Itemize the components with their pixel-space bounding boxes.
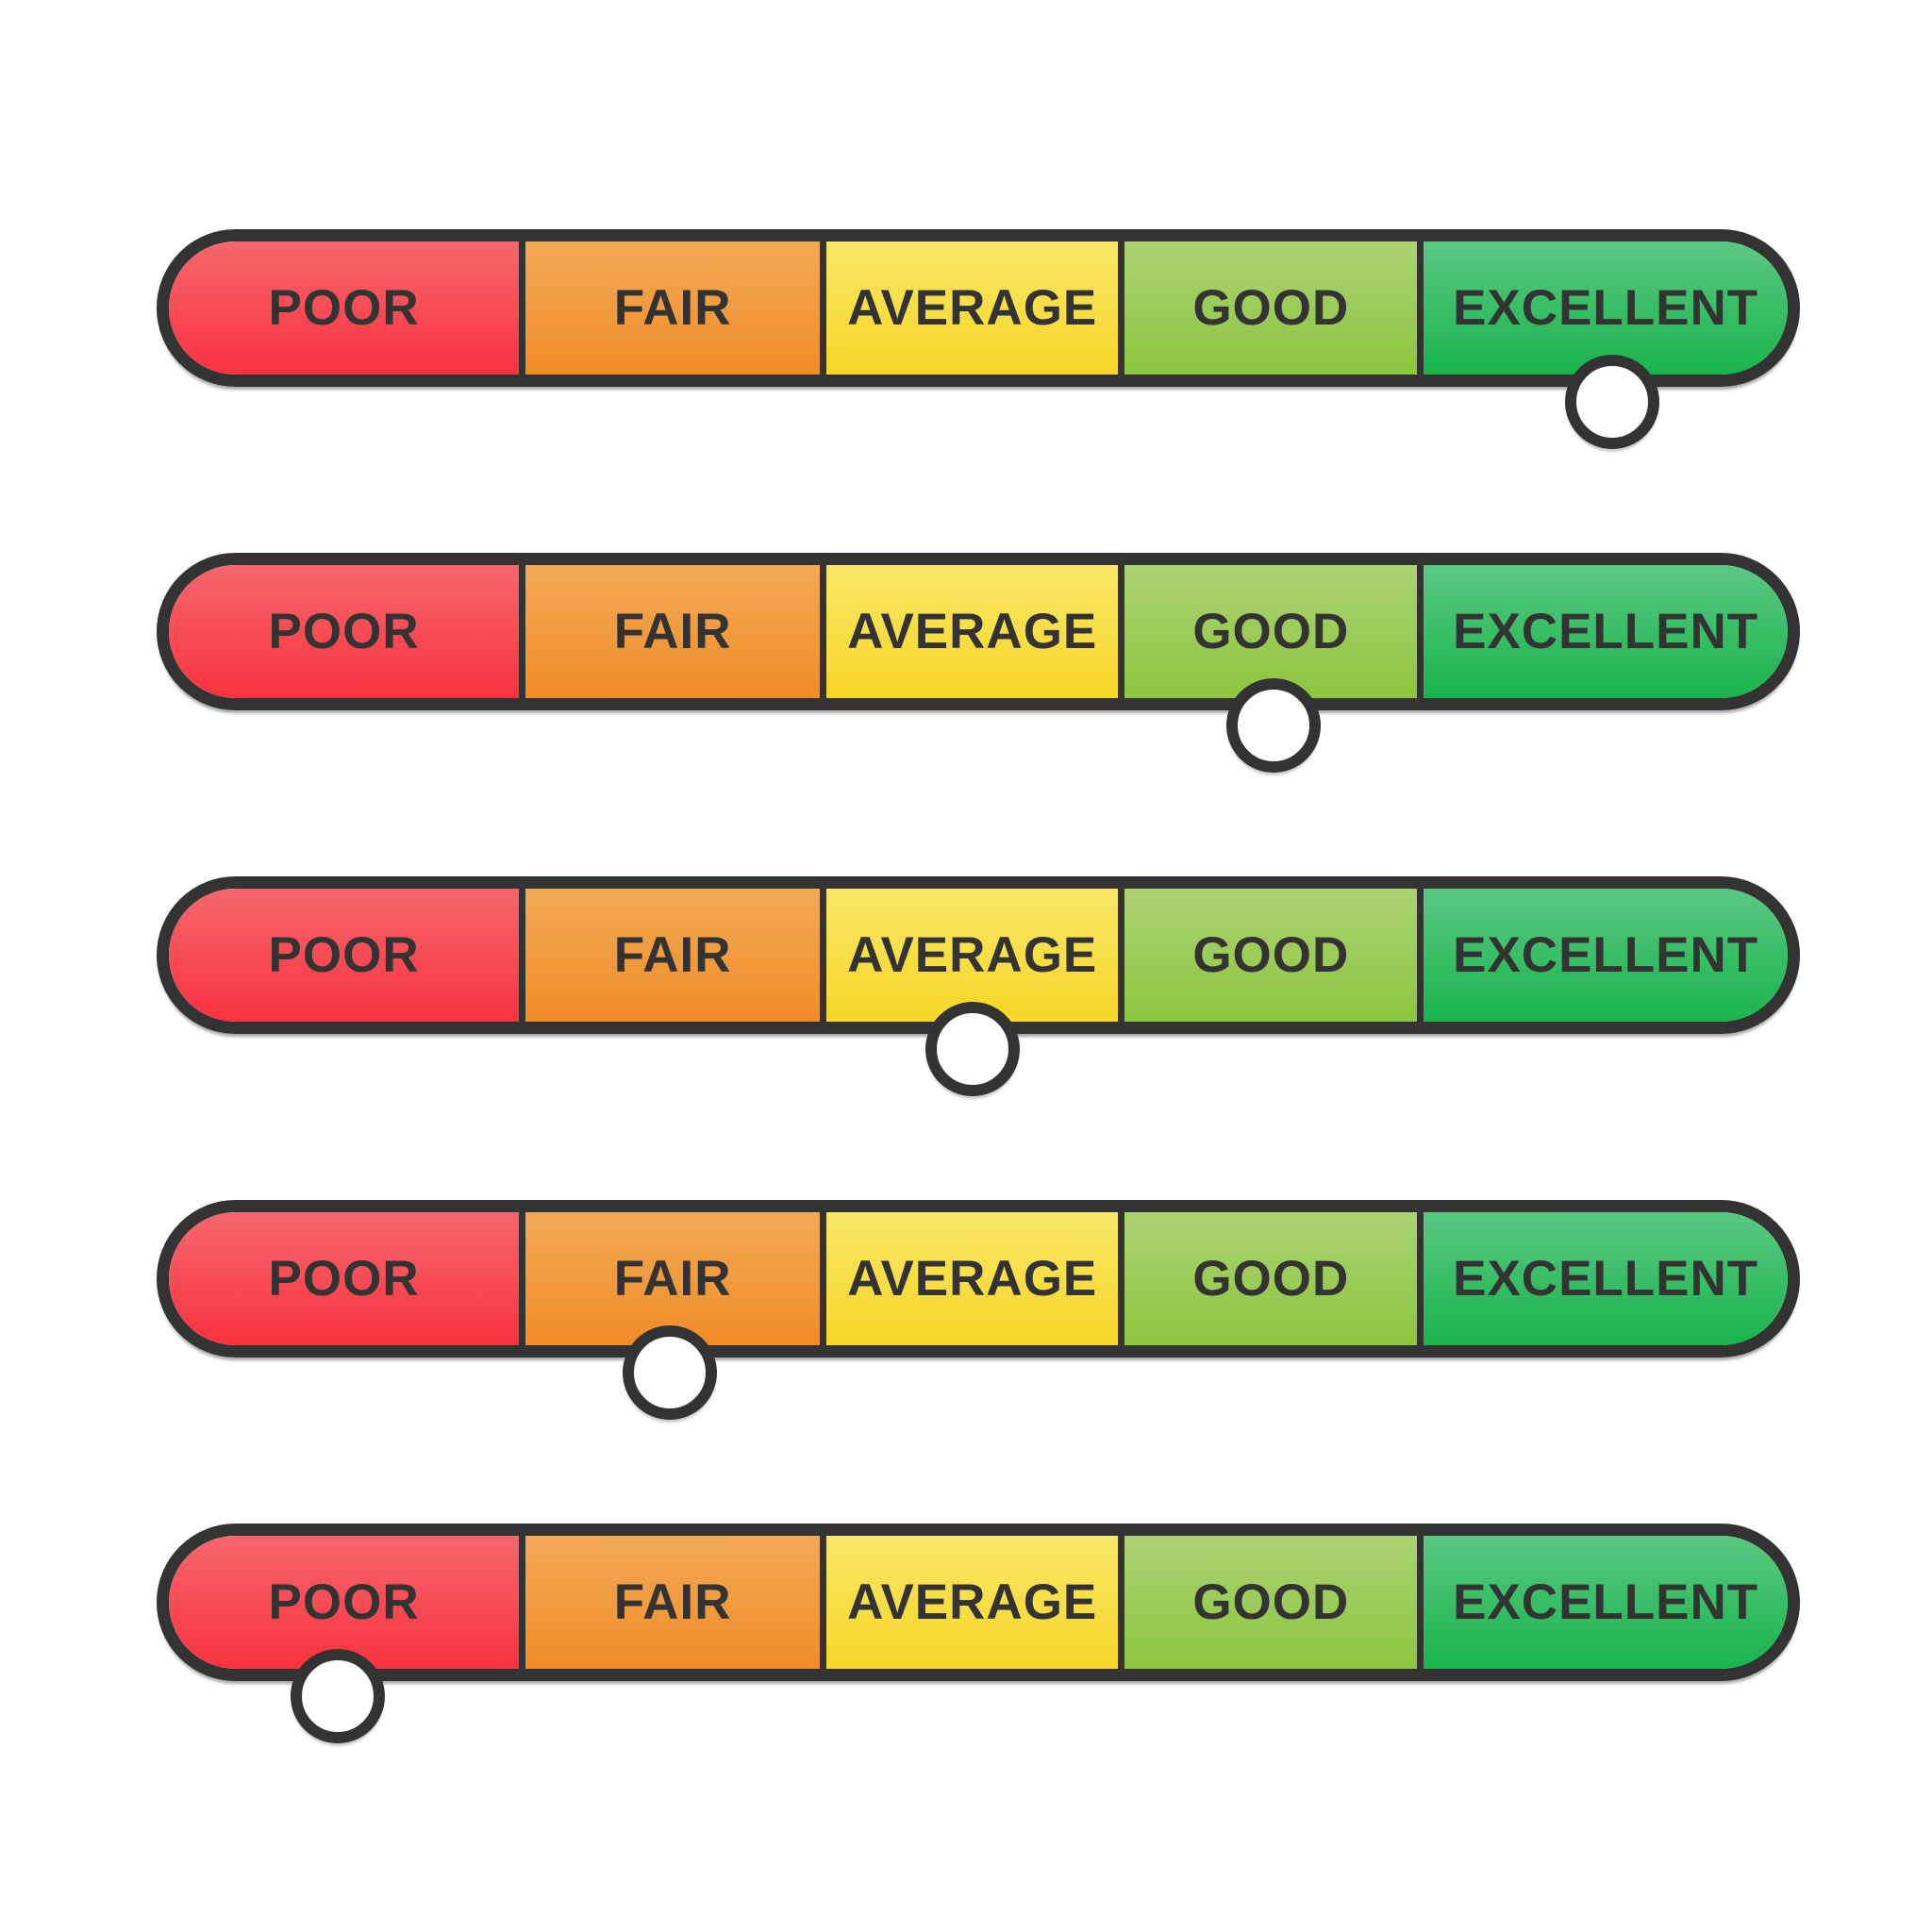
rating-segment-label: POOR <box>268 927 420 983</box>
rating-segment-label: GOOD <box>1192 1574 1350 1630</box>
rating-segment-poor[interactable]: POOR <box>169 1212 520 1345</box>
rating-segment-label: POOR <box>268 1574 420 1630</box>
rating-segment-label: EXCELLENT <box>1453 604 1759 659</box>
rating-indicator-average[interactable] <box>924 1002 1020 1096</box>
rating-segment-label: AVERAGE <box>847 280 1098 336</box>
rating-segment-poor[interactable]: POOR <box>169 1536 520 1669</box>
rating-segment-label: EXCELLENT <box>1453 1574 1759 1630</box>
rating-bar-good: POOR FAIR AVERAGE GOOD EXCELLENT <box>157 553 1800 773</box>
rating-segment-excellent[interactable]: EXCELLENT <box>1417 1536 1788 1669</box>
rating-bar-average: POOR FAIR AVERAGE GOOD EXCELLENT <box>157 876 1800 1096</box>
rating-bar-segments: POOR FAIR AVERAGE GOOD EXCELLENT <box>169 1536 1788 1669</box>
rating-bar-segments: POOR FAIR AVERAGE GOOD EXCELLENT <box>169 565 1788 698</box>
rating-segment-fair[interactable]: FAIR <box>519 889 821 1022</box>
rating-segment-label: EXCELLENT <box>1453 1251 1759 1307</box>
rating-segment-average[interactable]: AVERAGE <box>820 565 1119 698</box>
rating-segment-label: FAIR <box>613 280 732 336</box>
rating-indicator-poor[interactable] <box>290 1649 385 1743</box>
rating-segment-label: FAIR <box>613 604 732 659</box>
rating-indicator-fair[interactable] <box>623 1325 717 1420</box>
rating-segment-label: AVERAGE <box>847 1574 1098 1630</box>
rating-segment-label: GOOD <box>1192 927 1350 983</box>
rating-segment-fair[interactable]: FAIR <box>519 1536 821 1669</box>
rating-segment-good[interactable]: GOOD <box>1118 1536 1418 1669</box>
rating-bar-excellent: POOR FAIR AVERAGE GOOD EXCELLENT <box>157 229 1800 449</box>
rating-bar-segments: POOR FAIR AVERAGE GOOD EXCELLENT <box>169 1212 1788 1345</box>
rating-segment-good[interactable]: GOOD <box>1118 889 1418 1022</box>
rating-segment-label: GOOD <box>1192 1251 1350 1307</box>
rating-segment-label: AVERAGE <box>847 1251 1098 1307</box>
rating-segment-excellent[interactable]: EXCELLENT <box>1417 242 1788 375</box>
rating-segment-average[interactable]: AVERAGE <box>820 1212 1119 1345</box>
rating-segment-label: EXCELLENT <box>1453 280 1759 336</box>
rating-segment-fair[interactable]: FAIR <box>519 242 821 375</box>
rating-bar-segments: POOR FAIR AVERAGE GOOD EXCELLENT <box>169 242 1788 375</box>
rating-segment-good[interactable]: GOOD <box>1118 565 1418 698</box>
rating-segment-average[interactable]: AVERAGE <box>820 889 1119 1022</box>
rating-segment-fair[interactable]: FAIR <box>519 565 821 698</box>
rating-segment-label: FAIR <box>613 927 732 983</box>
rating-segment-excellent[interactable]: EXCELLENT <box>1417 1212 1788 1345</box>
rating-indicator-excellent[interactable] <box>1565 355 1659 449</box>
rating-segment-excellent[interactable]: EXCELLENT <box>1417 889 1788 1022</box>
rating-segment-fair[interactable]: FAIR <box>519 1212 821 1345</box>
rating-segment-average[interactable]: AVERAGE <box>820 1536 1119 1669</box>
rating-segment-good[interactable]: GOOD <box>1118 242 1418 375</box>
rating-segment-poor[interactable]: POOR <box>169 242 520 375</box>
rating-segment-label: FAIR <box>613 1251 732 1307</box>
rating-segment-label: POOR <box>268 280 420 336</box>
rating-bar-segments: POOR FAIR AVERAGE GOOD EXCELLENT <box>169 889 1788 1022</box>
rating-segment-poor[interactable]: POOR <box>169 889 520 1022</box>
rating-segment-label: EXCELLENT <box>1453 927 1759 983</box>
rating-segment-label: GOOD <box>1192 280 1350 336</box>
rating-segment-label: FAIR <box>613 1574 732 1630</box>
rating-indicator-good[interactable] <box>1226 678 1321 773</box>
rating-segment-poor[interactable]: POOR <box>169 565 520 698</box>
rating-bar-poor: POOR FAIR AVERAGE GOOD EXCELLENT <box>157 1524 1800 1743</box>
rating-bar-fair: POOR FAIR AVERAGE GOOD EXCELLENT <box>157 1200 1800 1420</box>
rating-segment-label: GOOD <box>1192 604 1350 659</box>
rating-segment-label: POOR <box>268 604 420 659</box>
rating-segment-average[interactable]: AVERAGE <box>820 242 1119 375</box>
rating-segment-good[interactable]: GOOD <box>1118 1212 1418 1345</box>
rating-segment-label: AVERAGE <box>847 604 1098 659</box>
rating-segment-label: AVERAGE <box>847 927 1098 983</box>
rating-segment-label: POOR <box>268 1251 420 1307</box>
rating-segment-excellent[interactable]: EXCELLENT <box>1417 565 1788 698</box>
